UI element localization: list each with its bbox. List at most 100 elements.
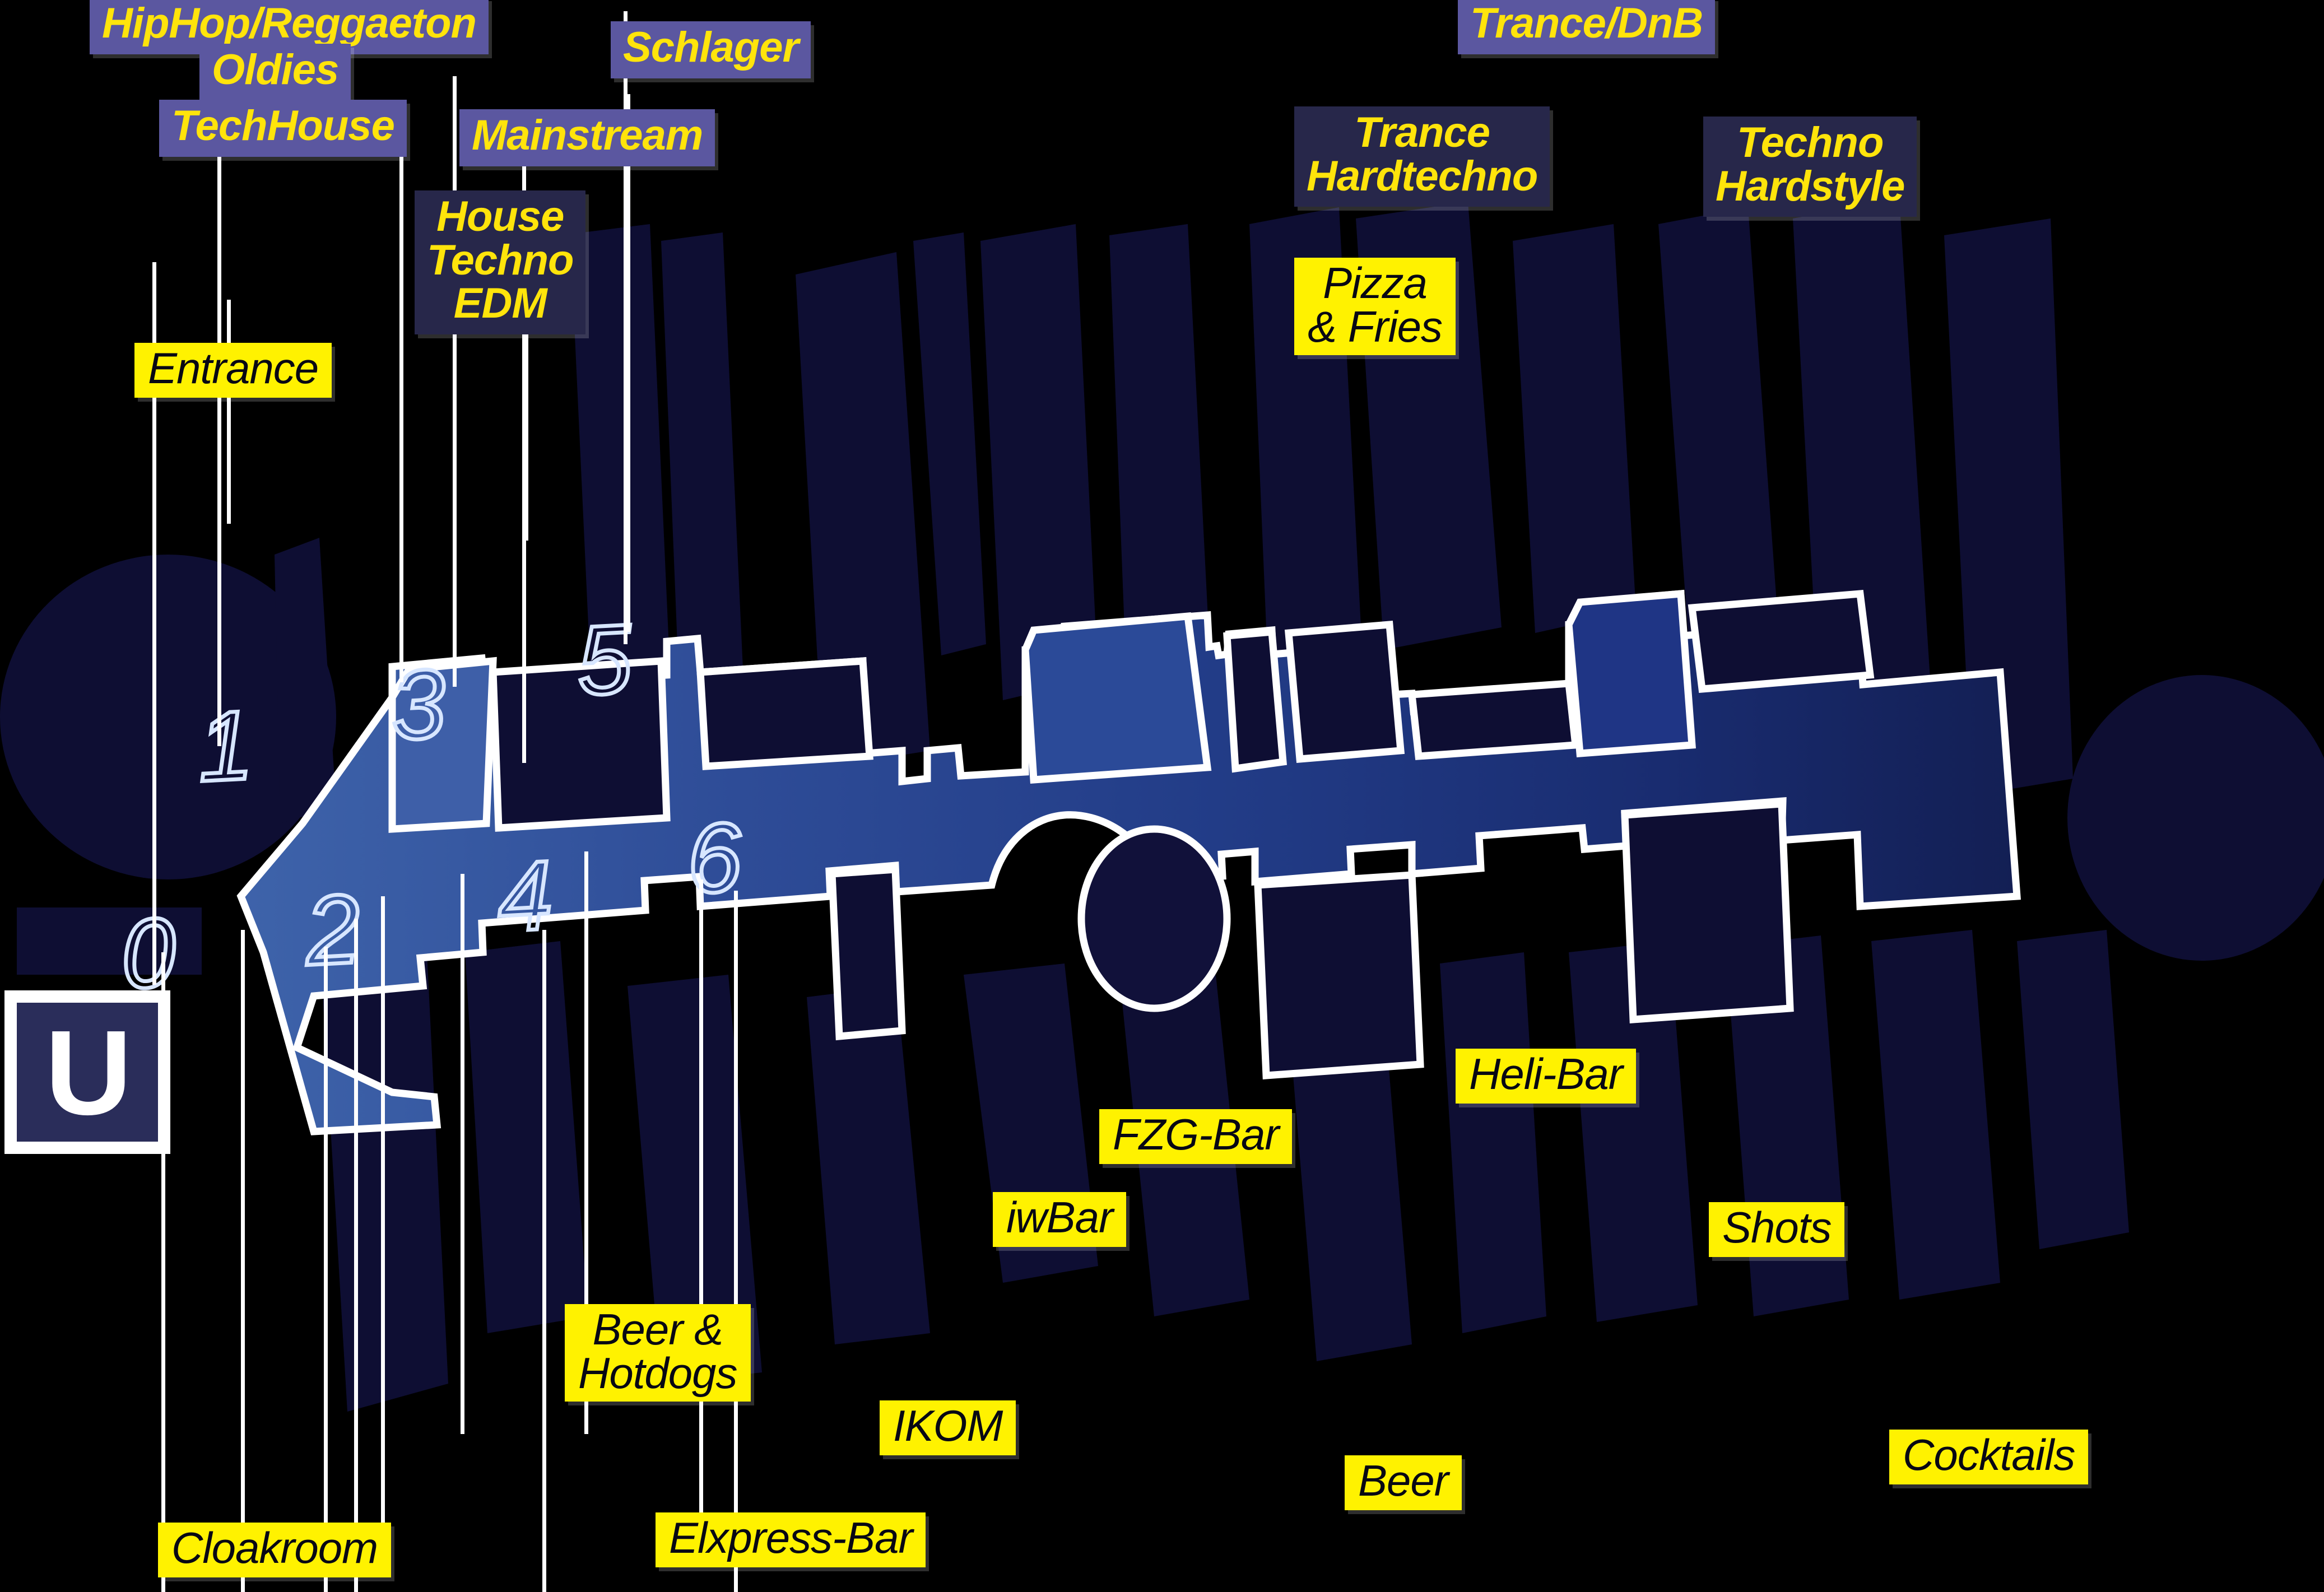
floor-number-3: 3 [388,649,448,761]
floor-number-2: 2 [301,874,362,986]
room-5 [1565,589,1696,757]
building-c8 [1440,952,1546,1333]
amenity-text-elxpress-bar: Elxpress-Bar [669,1513,913,1562]
leader-cloakroom [161,952,165,1592]
interior-cutouts [489,590,1875,1079]
amenity-text-ikom: IKOM [893,1401,1003,1450]
leader-fzg-bar [461,874,464,1434]
floor-number-1: 1 [195,691,255,803]
genre-label-techhouse[interactable]: TechHouse [159,100,407,157]
genre-label-techno-hardstyle[interactable]: Techno Hardstyle [1703,117,1917,217]
amenity-label-entrance[interactable]: Entrance [134,343,332,398]
leader-heli-bar [584,851,588,1434]
leader-entrance [152,262,156,985]
amenity-label-cloakroom[interactable]: Cloakroom [158,1523,392,1577]
amenity-text-heli-bar: Heli-Bar [1469,1049,1623,1098]
genre-label-trance-hardtechno[interactable]: Trance Hardtechno [1294,106,1550,207]
cutout-low2 [1621,800,1794,1023]
genre-text-oldies: Oldies [212,46,339,94]
amenity-label-fzg-bar[interactable]: FZG-Bar [1099,1109,1293,1164]
leader-trance-dnb [624,11,628,644]
genre-label-mainstream[interactable]: Mainstream [459,109,715,166]
leader-beer-hotdogs [241,930,245,1592]
amenity-text-iwbar: iwBar [1006,1193,1113,1242]
genre-label-trance-dnb[interactable]: Trance/DnB [1458,0,1716,54]
building-b3 [661,232,745,728]
amenity-label-pizza-fries[interactable]: Pizza & Fries [1294,258,1456,355]
amenity-text-beer-amp: Beer & [592,1305,723,1354]
cutout-left [489,657,671,832]
building-left-strip [17,907,202,975]
round-bar-island [1077,825,1231,1012]
leader-house-techno-edm [227,300,231,524]
genre-text-hardstyle: Hardstyle [1716,162,1905,210]
cutout-low3 [828,865,906,1041]
genre-label-oldies[interactable]: Oldies [199,44,351,101]
building-c2 [465,941,588,1333]
building-b10 [1658,207,1782,689]
amenity-label-iwbar[interactable]: iwBar [993,1192,1127,1247]
room-1 [388,657,497,833]
building-b12 [1944,218,2073,795]
leader-ikom [354,919,358,1592]
amenity-label-ikom[interactable]: IKOM [880,1400,1016,1455]
amenity-label-beer-hotdogs[interactable]: Beer & Hotdogs [565,1304,751,1402]
amenity-label-beer[interactable]: Beer [1345,1455,1462,1510]
leader-iwbar [381,896,385,1535]
building-c3 [628,975,762,1384]
amenity-text-beer: Beer [1358,1456,1449,1505]
cutout-mid [1223,627,1288,773]
genre-text-mainstream: Mainstream [472,111,703,159]
building-b4 [796,252,930,767]
amenity-text-hotdogs: Hotdogs [578,1348,738,1398]
building-b9 [1513,224,1636,633]
building-c9 [1569,941,1698,1322]
ubahn-icon-inner: U [17,1003,158,1142]
leader-beer [542,930,546,1592]
leader-trance-hardtechno [522,147,526,763]
genre-label-schlager[interactable]: Schlager [611,21,811,78]
amenity-text-pizza: Pizza [1323,258,1428,308]
building-c4 [807,986,930,1344]
leader-shots [699,879,703,1512]
amenity-text-entrance: Entrance [148,343,319,393]
building-c12 [2017,930,2129,1249]
genre-text-trance: Trance [1354,109,1490,156]
ubahn-letter: U [45,1004,132,1140]
leader-techhouse [217,141,221,746]
building-left-round [0,555,336,879]
genre-text-techno2: Techno [1736,119,1884,166]
cutout-mid2 [1284,620,1405,764]
floor-number-4: 4 [495,841,555,953]
genre-text-hiphop-reggaeton: HipHop/Reggaeton [102,0,477,47]
leader-elxpress-bar [324,947,328,1592]
amenity-text-and-fries: & Fries [1308,302,1443,351]
amenity-text-cocktails: Cocktails [1903,1430,2075,1479]
leader-schlager [453,76,457,687]
room-3 [1021,612,1212,784]
genre-text-trance-dnb: Trance/DnB [1470,0,1703,47]
leader-cocktails [734,891,738,1592]
building-right-round [2067,675,2324,961]
amenity-label-shots[interactable]: Shots [1709,1202,1845,1257]
genre-text-edm: EDM [453,280,547,328]
amenity-label-elxpress-bar[interactable]: Elxpress-Bar [656,1512,926,1567]
genre-label-house-techno-edm[interactable]: House Techno EDM [415,190,586,334]
genre-text-house: House [436,193,564,240]
amenity-text-fzg-bar: FZG-Bar [1113,1110,1279,1159]
amenity-text-shots: Shots [1722,1203,1832,1252]
amenity-text-cloakroom: Cloakroom [171,1523,378,1572]
building-d1 [913,232,986,655]
amenity-label-cocktails[interactable]: Cocktails [1889,1430,2089,1484]
leader-pizza-fries [524,300,528,541]
amenity-label-heli-bar[interactable]: Heli-Bar [1456,1049,1636,1104]
leader-mainstream [399,156,403,682]
cutout-right [1688,590,1875,693]
genre-text-hardtechno: Hardtechno [1307,152,1538,200]
building-c11 [1871,930,2000,1300]
cutout-mid3 [1407,679,1580,760]
building-b1 [275,538,336,823]
building-b5 [980,224,1098,700]
